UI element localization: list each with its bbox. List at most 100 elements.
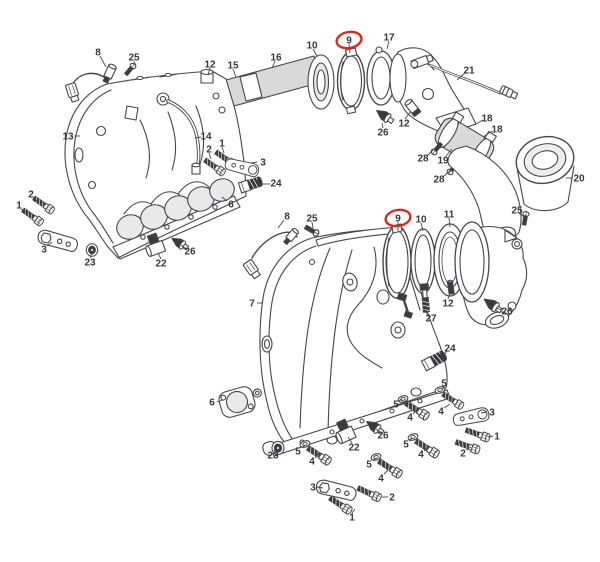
- leader-line-8: [277, 219, 285, 229]
- callout-26-17: 26: [184, 247, 196, 258]
- leader-line-8: [99, 55, 107, 68]
- callout-12-37: 12: [442, 299, 454, 310]
- leader-line-22: [157, 252, 162, 260]
- callout-7-36: 7: [249, 299, 255, 310]
- leader-line-12: [207, 67, 211, 76]
- bolt-1-lower-right: [464, 425, 492, 443]
- leader-line-22: [347, 436, 353, 444]
- callout-25-32: 25: [306, 214, 318, 225]
- leader-line-28: [443, 168, 453, 177]
- callout-28-27: 28: [417, 154, 429, 165]
- leader-line-2: [465, 446, 472, 451]
- callout-26-39: 26: [501, 307, 513, 318]
- callout-22-43: 22: [348, 443, 360, 454]
- callout-5-53: 5: [441, 379, 447, 390]
- callout-2-8: 2: [206, 145, 212, 156]
- leader-line-4: [423, 446, 429, 452]
- leader-line-3: [250, 161, 258, 164]
- callout-18-25: 18: [481, 114, 493, 125]
- callout-13-5: 13: [62, 132, 74, 143]
- callout-24-40: 24: [444, 344, 456, 355]
- callout-18-26: 18: [491, 125, 503, 136]
- bolt-2-lower-right: [454, 437, 482, 455]
- highlight-oval-part-9: [335, 30, 363, 50]
- upper-assembly: [20, 46, 575, 260]
- callout-4-54: 4: [438, 407, 444, 418]
- callout-14-6: 14: [200, 132, 212, 143]
- callout-5-45: 5: [295, 447, 301, 458]
- leader-line-4: [383, 469, 389, 475]
- callout-5-49: 5: [403, 440, 409, 451]
- lower-oxygen-sensor-8: [242, 227, 299, 281]
- leader-line-19: [445, 148, 453, 157]
- callout-1-13: 1: [16, 201, 22, 212]
- leader-line-27: [423, 308, 429, 316]
- callout-11-35: 11: [444, 210, 455, 221]
- leader-line-15: [232, 68, 237, 78]
- callout-8-18: 8: [284, 212, 290, 223]
- leader-line-3: [46, 241, 53, 247]
- leader-line-3: [480, 411, 488, 414]
- callout-16-4: 16: [270, 53, 282, 64]
- callout-2-12: 2: [28, 190, 34, 201]
- callout-12-2: 12: [204, 60, 216, 71]
- leader-line-25: [133, 60, 137, 67]
- callout-19-28: 19: [437, 156, 449, 167]
- leader-line-4: [314, 452, 320, 459]
- callout-12-23: 12: [398, 119, 410, 130]
- lower-assembly: [218, 221, 528, 516]
- callout-15-3: 15: [227, 61, 239, 72]
- clamp-ring-9-lower: [382, 223, 413, 319]
- bracket-3-lower-right: [451, 406, 491, 428]
- leader-line-12: [404, 110, 412, 120]
- leader-line-18: [482, 130, 493, 138]
- upper-elbow: [373, 47, 519, 135]
- callout-25-1: 25: [128, 53, 140, 64]
- highlight-oval-part-9: [384, 208, 412, 228]
- callout-21-22: 21: [463, 66, 475, 77]
- callout-5-51: 5: [393, 400, 399, 411]
- bolt-1-upper-left: [20, 206, 45, 228]
- leader-line-21: [456, 72, 466, 81]
- leader-line-23: [89, 252, 93, 259]
- leader-line-12: [447, 292, 451, 300]
- callout-8-0: 8: [95, 48, 101, 59]
- callout-2-57: 2: [460, 449, 466, 460]
- callout-3-14: 3: [41, 245, 47, 256]
- leader-line-6: [216, 399, 224, 403]
- leader-line-2: [32, 197, 39, 203]
- fitting-25-lower: [303, 223, 321, 238]
- upper-manifold-housing: [64, 70, 247, 260]
- callout-3-58: 3: [310, 483, 316, 494]
- callout-20-30: 20: [573, 174, 585, 185]
- upper-exhaust-tube: [225, 54, 335, 110]
- callout-23-42: 23: [267, 451, 279, 462]
- gasket-ring-10-lower: [410, 228, 436, 294]
- leader-line-23: [273, 446, 278, 452]
- callout-26-24: 26: [377, 128, 389, 139]
- callout-4-46: 4: [309, 457, 315, 468]
- callout-27-38: 27: [425, 314, 437, 325]
- callout-2-59: 2: [389, 493, 395, 504]
- leader-line-6: [221, 196, 228, 202]
- leader-line-5: [372, 457, 377, 462]
- leader-line-5: [398, 398, 403, 402]
- callout-22-16: 22: [155, 259, 167, 270]
- callout-25-31: 25: [511, 206, 523, 217]
- callout-23-15: 23: [84, 258, 96, 269]
- callout-leader-lines: [20, 40, 573, 514]
- fitting-22-upper: [145, 232, 167, 257]
- nut-23-upper: [85, 243, 99, 257]
- upper-drain-tube-14: [156, 92, 201, 175]
- fitting-22-lower: [335, 418, 357, 445]
- leader-line-16: [271, 60, 276, 69]
- leader-line-3: [316, 486, 324, 489]
- callout-6-41: 6: [209, 398, 215, 409]
- leader-line-1: [20, 208, 27, 213]
- callout-1-7: 1: [219, 139, 225, 150]
- leader-line-25: [518, 212, 525, 218]
- leader-line-26: [375, 428, 381, 433]
- leader-line-17: [386, 40, 390, 50]
